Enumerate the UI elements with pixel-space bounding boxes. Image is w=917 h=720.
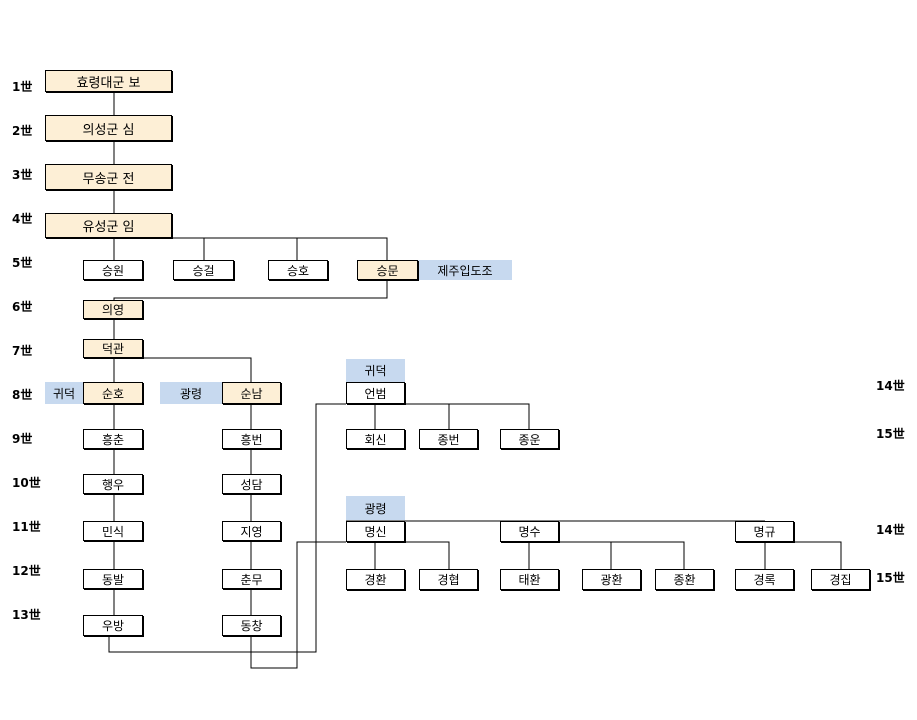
person-node[interactable]: 유성군 임 xyxy=(45,213,172,238)
person-node[interactable]: 승문 xyxy=(357,260,418,280)
person-node[interactable]: 동발 xyxy=(83,569,143,589)
person-node[interactable]: 의영 xyxy=(83,300,143,319)
person-node[interactable]: 승호 xyxy=(268,260,328,280)
person-node[interactable]: 성담 xyxy=(222,474,281,494)
person-node[interactable]: 종운 xyxy=(500,429,559,449)
generation-label: 14世 xyxy=(876,379,905,393)
origin-tag: 제주입도조 xyxy=(418,260,512,280)
branch-tag: 광령 xyxy=(346,496,405,520)
person-node[interactable]: 경집 xyxy=(811,569,870,590)
person-node[interactable]: 의성군 심 xyxy=(45,115,172,141)
person-node[interactable]: 민식 xyxy=(83,521,143,541)
generation-label: 3世 xyxy=(12,168,33,182)
person-node[interactable]: 경협 xyxy=(419,569,478,590)
person-node[interactable]: 무송군 전 xyxy=(45,164,172,190)
person-node[interactable]: 언범 xyxy=(346,382,405,404)
generation-label: 4世 xyxy=(12,212,33,226)
person-node[interactable]: 명규 xyxy=(735,521,794,542)
generation-label: 12世 xyxy=(12,564,41,578)
generation-label: 5世 xyxy=(12,256,33,270)
person-node[interactable]: 종번 xyxy=(419,429,478,449)
generation-label: 13世 xyxy=(12,608,41,622)
generation-label: 15世 xyxy=(876,571,905,585)
branch-tag: 광령 xyxy=(160,382,222,404)
person-node[interactable]: 승원 xyxy=(83,260,143,280)
person-node[interactable]: 행우 xyxy=(83,474,143,494)
person-node[interactable]: 종환 xyxy=(655,569,714,590)
generation-label: 14世 xyxy=(876,523,905,537)
generation-label: 9世 xyxy=(12,432,33,446)
person-node[interactable]: 흥춘 xyxy=(83,429,143,449)
person-node[interactable]: 명수 xyxy=(500,521,559,542)
person-node[interactable]: 광환 xyxy=(582,569,641,590)
person-node[interactable]: 지영 xyxy=(222,521,281,541)
person-node[interactable]: 태환 xyxy=(500,569,559,590)
generation-label: 15世 xyxy=(876,427,905,441)
person-node[interactable]: 흥번 xyxy=(222,429,281,449)
person-node[interactable]: 경록 xyxy=(735,569,794,590)
generation-label: 2世 xyxy=(12,124,33,138)
generation-label: 6世 xyxy=(12,300,33,314)
person-node[interactable]: 회신 xyxy=(346,429,405,449)
person-node[interactable]: 명신 xyxy=(346,521,405,542)
branch-tag: 귀덕 xyxy=(45,382,83,404)
person-node[interactable]: 덕관 xyxy=(83,339,143,358)
generation-label: 10世 xyxy=(12,476,41,490)
person-node[interactable]: 순호 xyxy=(83,382,143,404)
person-node[interactable]: 동창 xyxy=(222,615,281,636)
person-node[interactable]: 순남 xyxy=(222,382,281,404)
generation-label: 7世 xyxy=(12,344,33,358)
person-node[interactable]: 효령대군 보 xyxy=(45,70,172,92)
generation-label: 11世 xyxy=(12,520,41,534)
person-node[interactable]: 승걸 xyxy=(173,260,234,280)
generation-label: 8世 xyxy=(12,388,33,402)
person-node[interactable]: 춘무 xyxy=(222,569,281,589)
person-node[interactable]: 경환 xyxy=(346,569,405,590)
generation-label: 1世 xyxy=(12,80,33,94)
person-node[interactable]: 우방 xyxy=(83,615,143,636)
branch-tag: 귀덕 xyxy=(346,359,405,382)
